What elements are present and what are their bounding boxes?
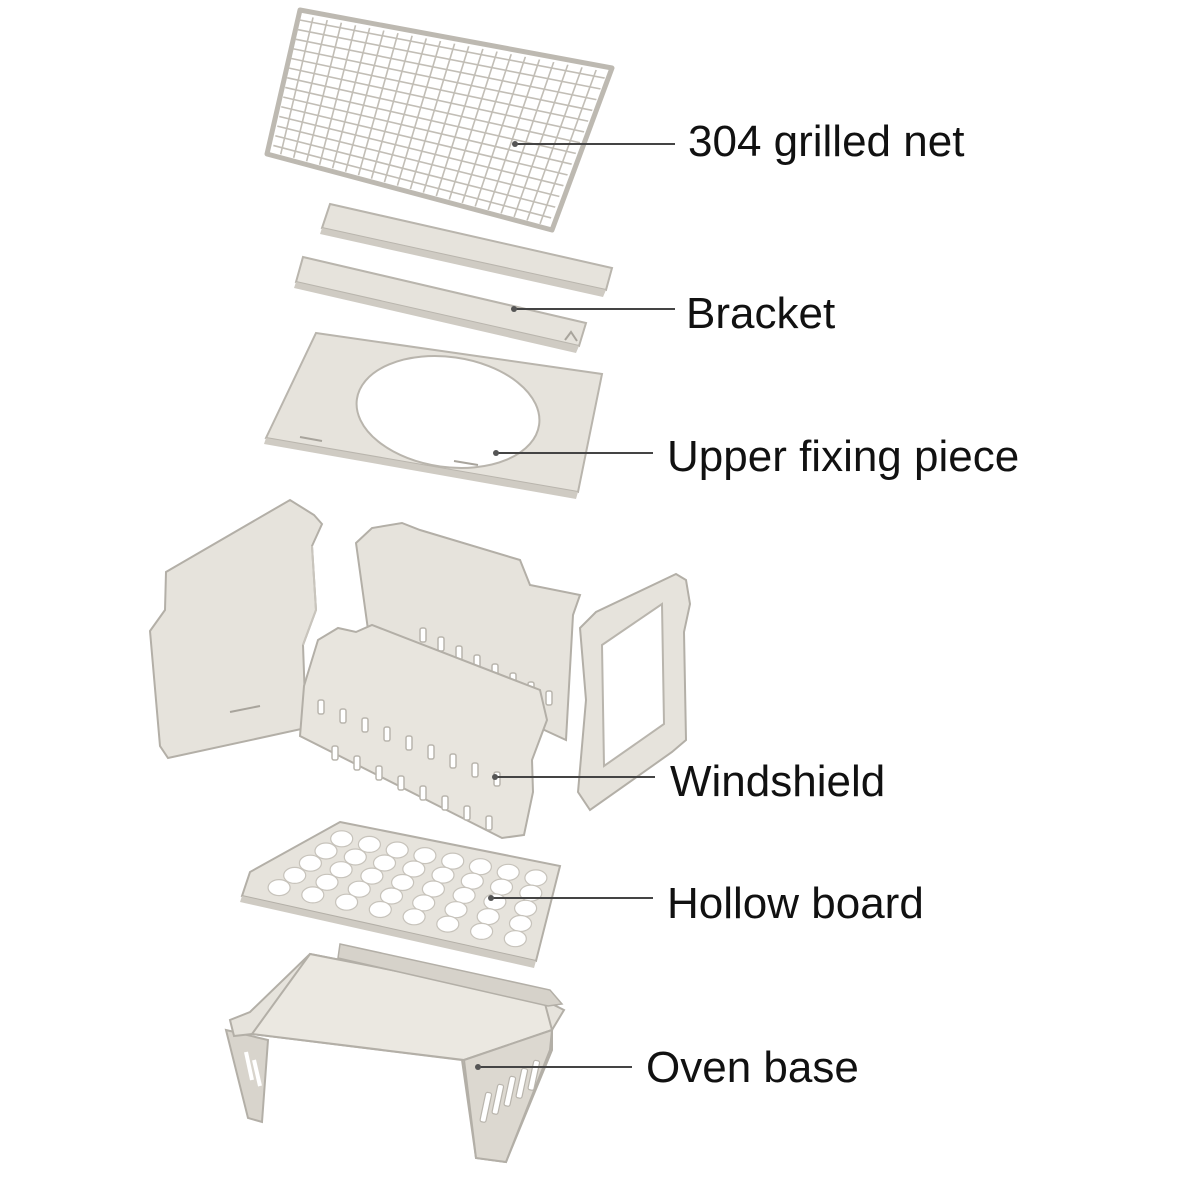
bracket-top <box>320 202 614 297</box>
upper-fixing-piece <box>264 331 604 499</box>
hollow-board-label: Hollow board <box>667 879 924 928</box>
oven-base-label: Oven base <box>646 1043 859 1092</box>
hollow-board <box>240 820 562 968</box>
upper-fixing-piece-label: Upper fixing piece <box>667 432 1020 481</box>
windshield-right-frame <box>576 572 692 812</box>
leader-lines <box>478 143 675 1068</box>
windshield-left-panel <box>148 498 324 760</box>
windshield-front-panel <box>298 623 549 840</box>
oven-base <box>224 943 566 1164</box>
windshield-label: Windshield <box>670 757 886 806</box>
bracket-bottom <box>294 255 588 353</box>
grill-net-label: 304 grilled net <box>688 117 965 166</box>
bracket-label: Bracket <box>686 289 836 338</box>
grill-net <box>264 7 615 233</box>
